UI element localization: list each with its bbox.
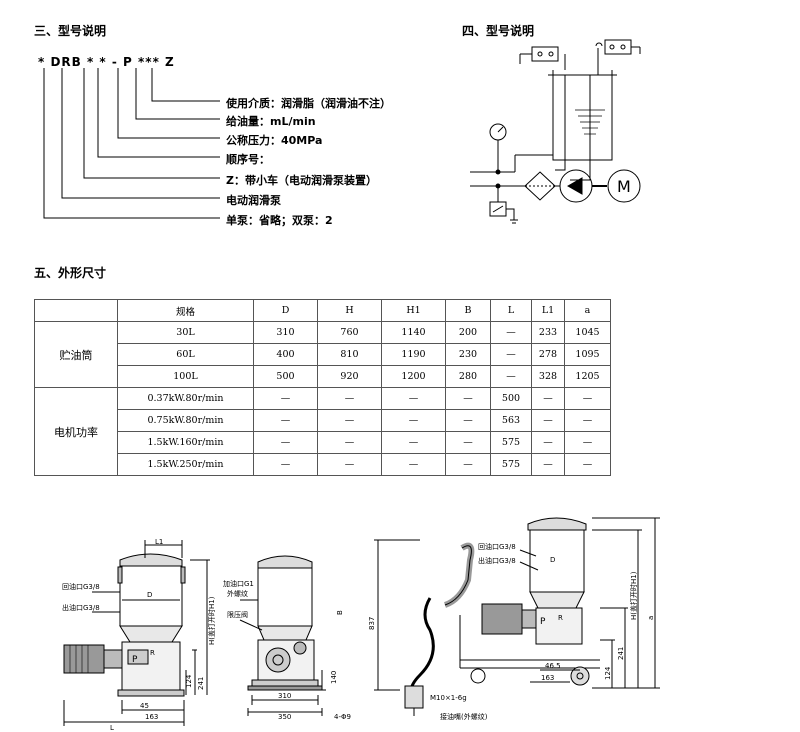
label-d-cart: D (550, 556, 555, 564)
label-163-cart: 163 (541, 674, 554, 682)
model-label-pressure: 公称压力：40MPa (226, 134, 323, 147)
label-d: D (147, 591, 152, 599)
label-l: L (110, 724, 114, 732)
label-124-cart: 124 (604, 666, 612, 680)
label-l1: L1 (155, 538, 163, 546)
label-outlet-port: 出油口G3/8 (62, 603, 100, 612)
label-163: 163 (145, 713, 158, 721)
model-code: * DRB * * - P *** Z (38, 55, 175, 69)
table-cell: — (564, 453, 611, 476)
model-label-sequence: 顺序号： (226, 153, 270, 166)
motor-symbol: M (617, 177, 631, 196)
label-140: 140 (330, 671, 338, 684)
label-124: 124 (185, 674, 193, 688)
label-241-cart: 241 (617, 647, 625, 660)
label-fill-port-thread: 外螺纹 (227, 589, 248, 598)
label-45: 45 (140, 702, 149, 710)
label-fill-port: 加油口G1 (223, 579, 254, 588)
label-310: 310 (278, 692, 291, 700)
dimension-table: 规格 D H H1 B L L1 a 贮油筒 30L 310 760 1140 … (34, 299, 611, 476)
table-row: 电机功率 0.37kW.80r/min — — — — 500 — — (34, 387, 611, 476)
model-label-medium: 使用介质：润滑脂（润滑油不注） (226, 97, 391, 110)
section4-title: 四、型号说明 (462, 24, 535, 38)
label-outlet-port-cart: 出油口G3/8 (478, 556, 516, 565)
label-a: a (647, 616, 655, 620)
section3-title: 三、型号说明 (34, 24, 107, 38)
model-label-single-double: 单泵：省略；双泵：2 (226, 214, 333, 227)
table-row: 贮油筒 30L 310 760 1140 200 — 233 1045 (34, 321, 611, 388)
model-label-flow: 给油量：mL/min (226, 115, 316, 128)
label-46-5: 46.5 (545, 662, 561, 670)
table-group-motor: 电机功率 (34, 387, 118, 476)
label-h-open: H(盖打开时H1) (207, 596, 216, 645)
table-cell: — (445, 453, 491, 476)
model-label-cart: Z：带小车（电动润滑泵装置） (226, 174, 377, 187)
label-241: 241 (197, 677, 205, 690)
table-row: 0.75kW.80r/min — — — — 563 — — (35, 409, 611, 432)
label-relief-valve: 限压阀 (227, 610, 248, 619)
label-p-cart: P (540, 617, 546, 627)
label-thread: M10×1-6g (430, 694, 467, 702)
table-row: 1.5kW.160r/min — — — — 575 — — (35, 431, 611, 454)
label-return-port: 回油口G3/8 (62, 582, 100, 591)
label-p: P (132, 655, 138, 665)
label-nozzle: 接油嘴(外螺纹) (440, 712, 488, 721)
section5-title: 五、外形尺寸 (34, 266, 107, 280)
label-h-open-cart: H(盖打开时H1) (629, 571, 638, 620)
label-holes: 4-Φ9 (334, 713, 351, 721)
table-row: 1.5kW.250r/min — — — — 575 — — (35, 453, 611, 476)
model-label-pump: 电动润滑泵 (226, 194, 281, 207)
label-350: 350 (278, 713, 291, 721)
table-group-reservoir: 贮油筒 (34, 321, 118, 388)
label-r: R (150, 649, 155, 657)
table-row: 60L 400 810 1190 230 — 278 1095 (35, 343, 611, 366)
label-r-cart: R (558, 614, 563, 622)
label-return-port-cart: 回油口G3/8 (478, 542, 516, 551)
label-837: 837 (368, 617, 376, 630)
label-b: B (336, 610, 344, 615)
